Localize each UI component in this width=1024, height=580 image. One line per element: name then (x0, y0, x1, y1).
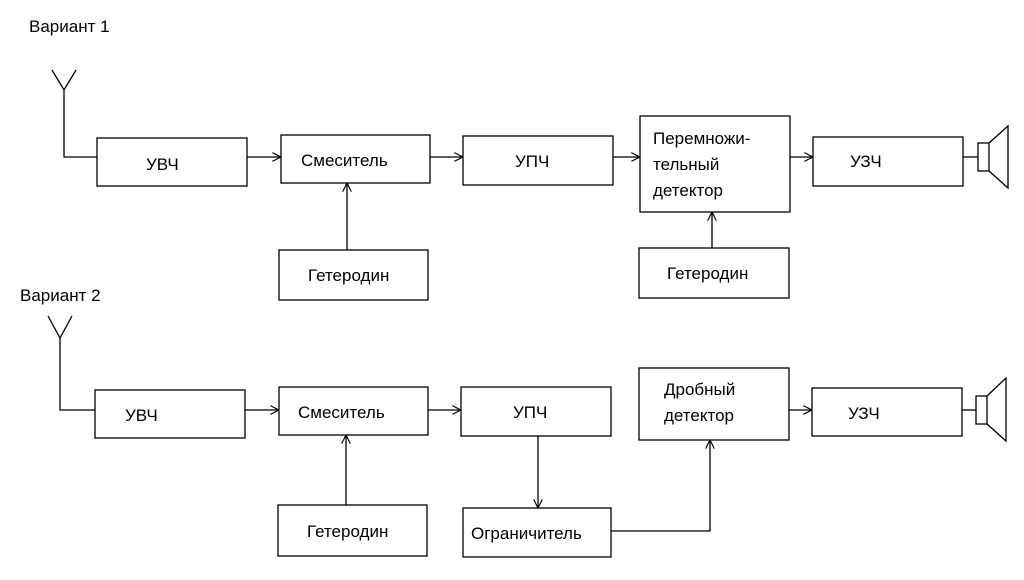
uvch-label: УВЧ (146, 155, 179, 174)
ratio-detector-block: Дробный детектор (638, 367, 790, 441)
speaker-icon (977, 124, 1009, 190)
detector-label-line-2: детектор (664, 406, 734, 425)
multiplying-detector-block: Перемножи- тельный детектор (639, 115, 791, 213)
detector-label-line-1: Перемножи- (653, 129, 750, 148)
heterodyne-label: Гетеродин (307, 522, 388, 541)
variant-1-title: Вариант 1 (29, 17, 110, 36)
detector-label-line-3: детектор (653, 181, 723, 200)
upch-label: УПЧ (513, 403, 547, 422)
uzch-block: УЗЧ (812, 136, 964, 187)
arrow-limiter-to-detector (611, 440, 710, 532)
mixer-label: Смеситель (298, 403, 385, 422)
uvch-label: УВЧ (125, 406, 158, 425)
speaker-icon (975, 376, 1007, 443)
mixer-label: Смеситель (301, 151, 388, 170)
uvch-block: УВЧ (94, 389, 246, 439)
limiter-block: Ограничитель (462, 507, 612, 558)
variant-2-diagram: Вариант 2 УВЧ Смеситель УПЧ Ограничитель… (20, 286, 1007, 558)
antenna-icon (47, 315, 95, 411)
uvch-block: УВЧ (96, 137, 248, 187)
detector-label-line-1: Дробный (664, 380, 735, 399)
detector-label-line-2: тельный (653, 155, 719, 174)
uzch-label: УЗЧ (850, 152, 882, 171)
heterodyne-2-label: Гетеродин (667, 264, 748, 283)
heterodyne-block: Гетеродин (277, 504, 428, 557)
mixer-block: Смеситель (280, 134, 431, 184)
uzch-block: УЗЧ (811, 387, 963, 437)
upch-block: УПЧ (460, 386, 612, 437)
heterodyne-label: Гетеродин (308, 266, 389, 285)
mixer-block: Смеситель (278, 386, 429, 436)
upch-label: УПЧ (515, 152, 549, 171)
upch-block: УПЧ (462, 135, 614, 186)
antenna-icon (51, 69, 97, 158)
variant-1-diagram: Вариант 1 УВЧ Смеситель УПЧ Перемножи- т… (29, 17, 1009, 301)
heterodyne-block: Гетеродин (278, 249, 429, 301)
uzch-label: УЗЧ (848, 404, 880, 423)
limiter-label: Ограничитель (471, 524, 582, 543)
variant-2-title: Вариант 2 (20, 286, 101, 305)
heterodyne-2-block: Гетеродин (638, 247, 790, 299)
